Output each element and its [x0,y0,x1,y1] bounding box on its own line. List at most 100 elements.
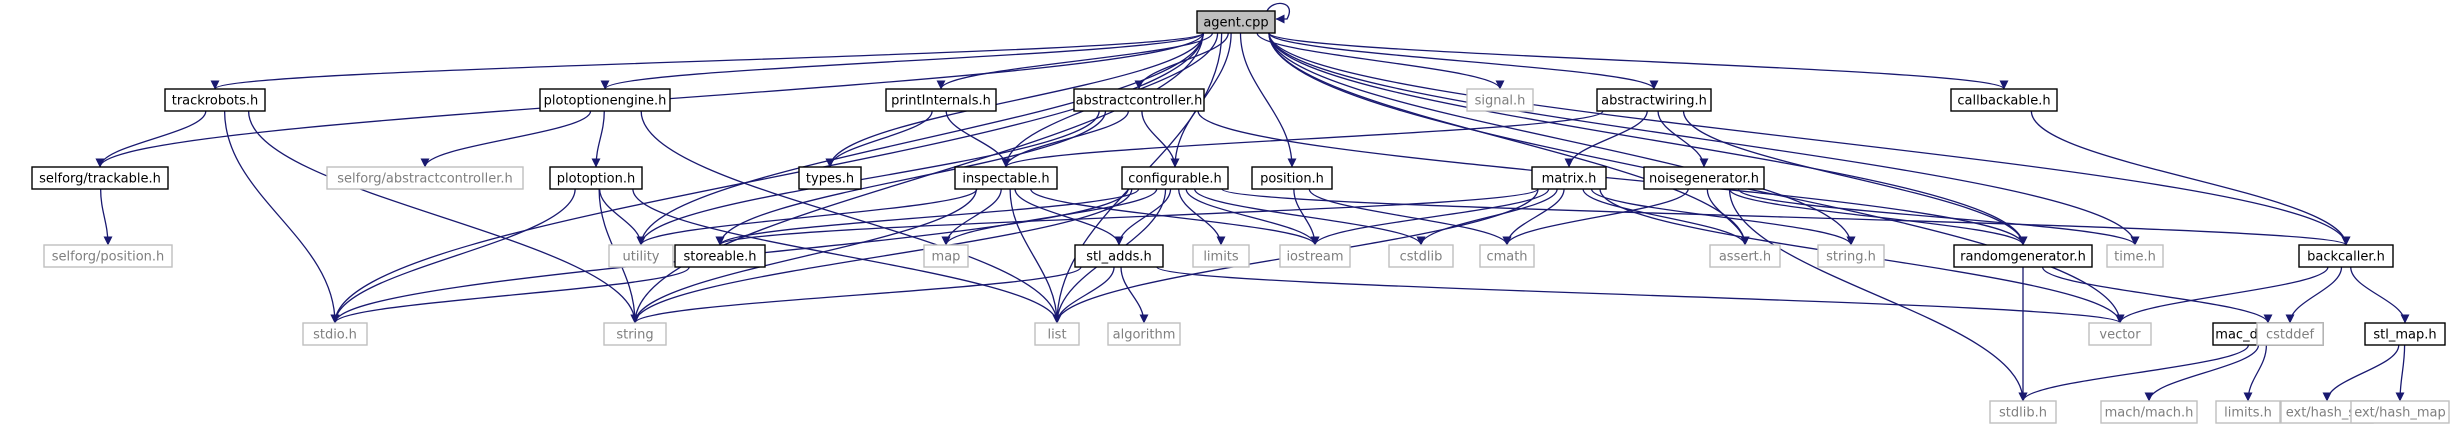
edge-plotoption-to-utility [598,188,646,246]
edge-inspectable-to-string [630,188,977,324]
node-label: cstddef [2266,328,2315,343]
node-box [549,166,643,190]
node-cmath: cmath [1479,244,1535,268]
edge-agent-to-plotoptionengine [600,32,1204,90]
node-configurable: configurable.h [1121,166,1229,190]
node-label: algorithm [1113,328,1176,343]
node-label: selforg/position.h [52,250,165,265]
edge-agent-to-abstractcontroller [1134,32,1229,90]
node-agent: agent.cpp [1196,10,1276,34]
edge-agent-to-types [825,32,1205,168]
edge-trackrobots-to-stdio [223,110,340,324]
edge-matrix-to-cstdlib [1416,188,1558,246]
node-box [798,166,862,190]
node-ext-hash-map: ext/hash_map [2350,400,2450,424]
edge-configurable-to-backcaller [1221,188,2351,246]
node-box [43,244,173,268]
edge-matrix-to-iostream [1310,188,1550,246]
node-box [1709,244,1781,268]
edge-inspectable-to-iostream [1030,188,1320,246]
edge-position-to-cmath [1308,188,1512,246]
node-box [1817,244,1885,268]
edge-inspectable-to-list [1009,188,1062,324]
node-box [1950,88,2058,112]
edge-plotoptionengine-to-plotoption [591,110,605,168]
node-box [2088,322,2152,346]
edge-stl-adds-to-algorithm [1120,266,1149,324]
node-label: map [932,250,961,265]
edge-agent-to-abstractwiring [1268,32,1659,90]
edge-abstractwiring-to-inspectable [1001,110,1604,168]
edge-noisegenerator-to-randomgenerator [1728,188,2028,246]
edge-backcaller-to-cstddef [2285,266,2343,324]
node-stl-adds: stl_adds.h [1074,244,1164,268]
edge-agent-to-utility [636,32,1204,246]
node-label: position.h [1260,172,1324,187]
edge-configurable-to-iostream [1185,188,1320,246]
node-list: list [1034,322,1080,346]
edge-matrix-to-storeable [715,188,1539,246]
node-label: time.h [2114,250,2156,265]
node-label: list [1047,328,1066,343]
node-box [1121,166,1229,190]
node-box [1074,244,1164,268]
edge-agent-to-trackrobots [210,32,1204,90]
node-assert: assert.h [1709,244,1781,268]
node-stdlib: stdlib.h [1989,400,2057,424]
node-box [31,166,169,190]
edge-selforg-trackable-to-selforg-position [99,188,113,246]
node-label: selforg/trackable.h [39,172,161,187]
edge-callbackable-to-backcaller [2030,110,2351,246]
node-box [954,166,1058,190]
node-box [326,166,524,190]
node-algorithm: algorithm [1107,322,1181,346]
node-stdio: stdio.h [302,322,368,346]
node-label: stl_adds.h [1086,250,1152,265]
edge-abstractwiring-to-matrix [1564,110,1648,168]
node-cstddef: cstddef [2256,322,2324,346]
edge-stl-adds-to-vector [1156,266,2125,324]
node-label: string.h [1826,250,1876,265]
node-selforg-trackable: selforg/trackable.h [31,166,169,190]
node-trackrobots: trackrobots.h [164,88,266,112]
node-label: configurable.h [1128,172,1222,187]
edge-stl-adds-to-string [630,266,1082,324]
edge-backcaller-to-vector [2115,266,2329,324]
node-matrix: matrix.h [1531,166,1607,190]
edge-trackrobots-to-selforg-trackable [95,110,207,168]
node-box [1034,322,1080,346]
edge-abstractwiring-to-noisegenerator [1657,110,1709,168]
node-box [1989,400,2057,424]
edge-noisegenerator-to-cmath [1502,188,1689,246]
edge-abstractcontroller-to-configurable [1141,110,1180,168]
node-label: abstractwiring.h [1601,94,1707,109]
node-types: types.h [798,166,862,190]
edge-plotoption-to-stdio [330,188,576,324]
node-label: trackrobots.h [172,94,259,109]
node-utility: utility [608,244,674,268]
node-box [1251,166,1333,190]
node-label: printInternals.h [891,94,991,109]
edge-mac-drand48r-to-mach-mach [2144,344,2260,402]
node-label: plotoptionengine.h [544,94,667,109]
edge-noisegenerator-to-assert [1706,188,1750,246]
edge-abstractwiring-to-randomgenerator [1682,110,2028,246]
edge-matrix-to-string-h [1590,188,1856,246]
edge-inspectable-to-utility [636,188,978,246]
edge-configurable-to-cstdlib [1194,188,1426,246]
node-abstractcontroller: abstractcontroller.h [1073,88,1205,112]
node-stl-map: stl_map.h [2364,322,2446,346]
node-label: matrix.h [1542,172,1597,187]
edge-agent-to-time [1268,32,2140,246]
node-label: utility [623,250,660,265]
node-label: mach/mach.h [2105,406,2194,421]
node-box [2350,400,2450,424]
node-backcaller: backcaller.h [2298,244,2394,268]
node-randomgenerator: randomgenerator.h [1953,244,2093,268]
node-limits-h: limits.h [2215,400,2281,424]
node-vector: vector [2088,322,2152,346]
node-noisegenerator: noisegenerator.h [1643,166,1765,190]
node-label: randomgenerator.h [1960,250,2086,265]
node-label: signal.h [1475,94,1526,109]
